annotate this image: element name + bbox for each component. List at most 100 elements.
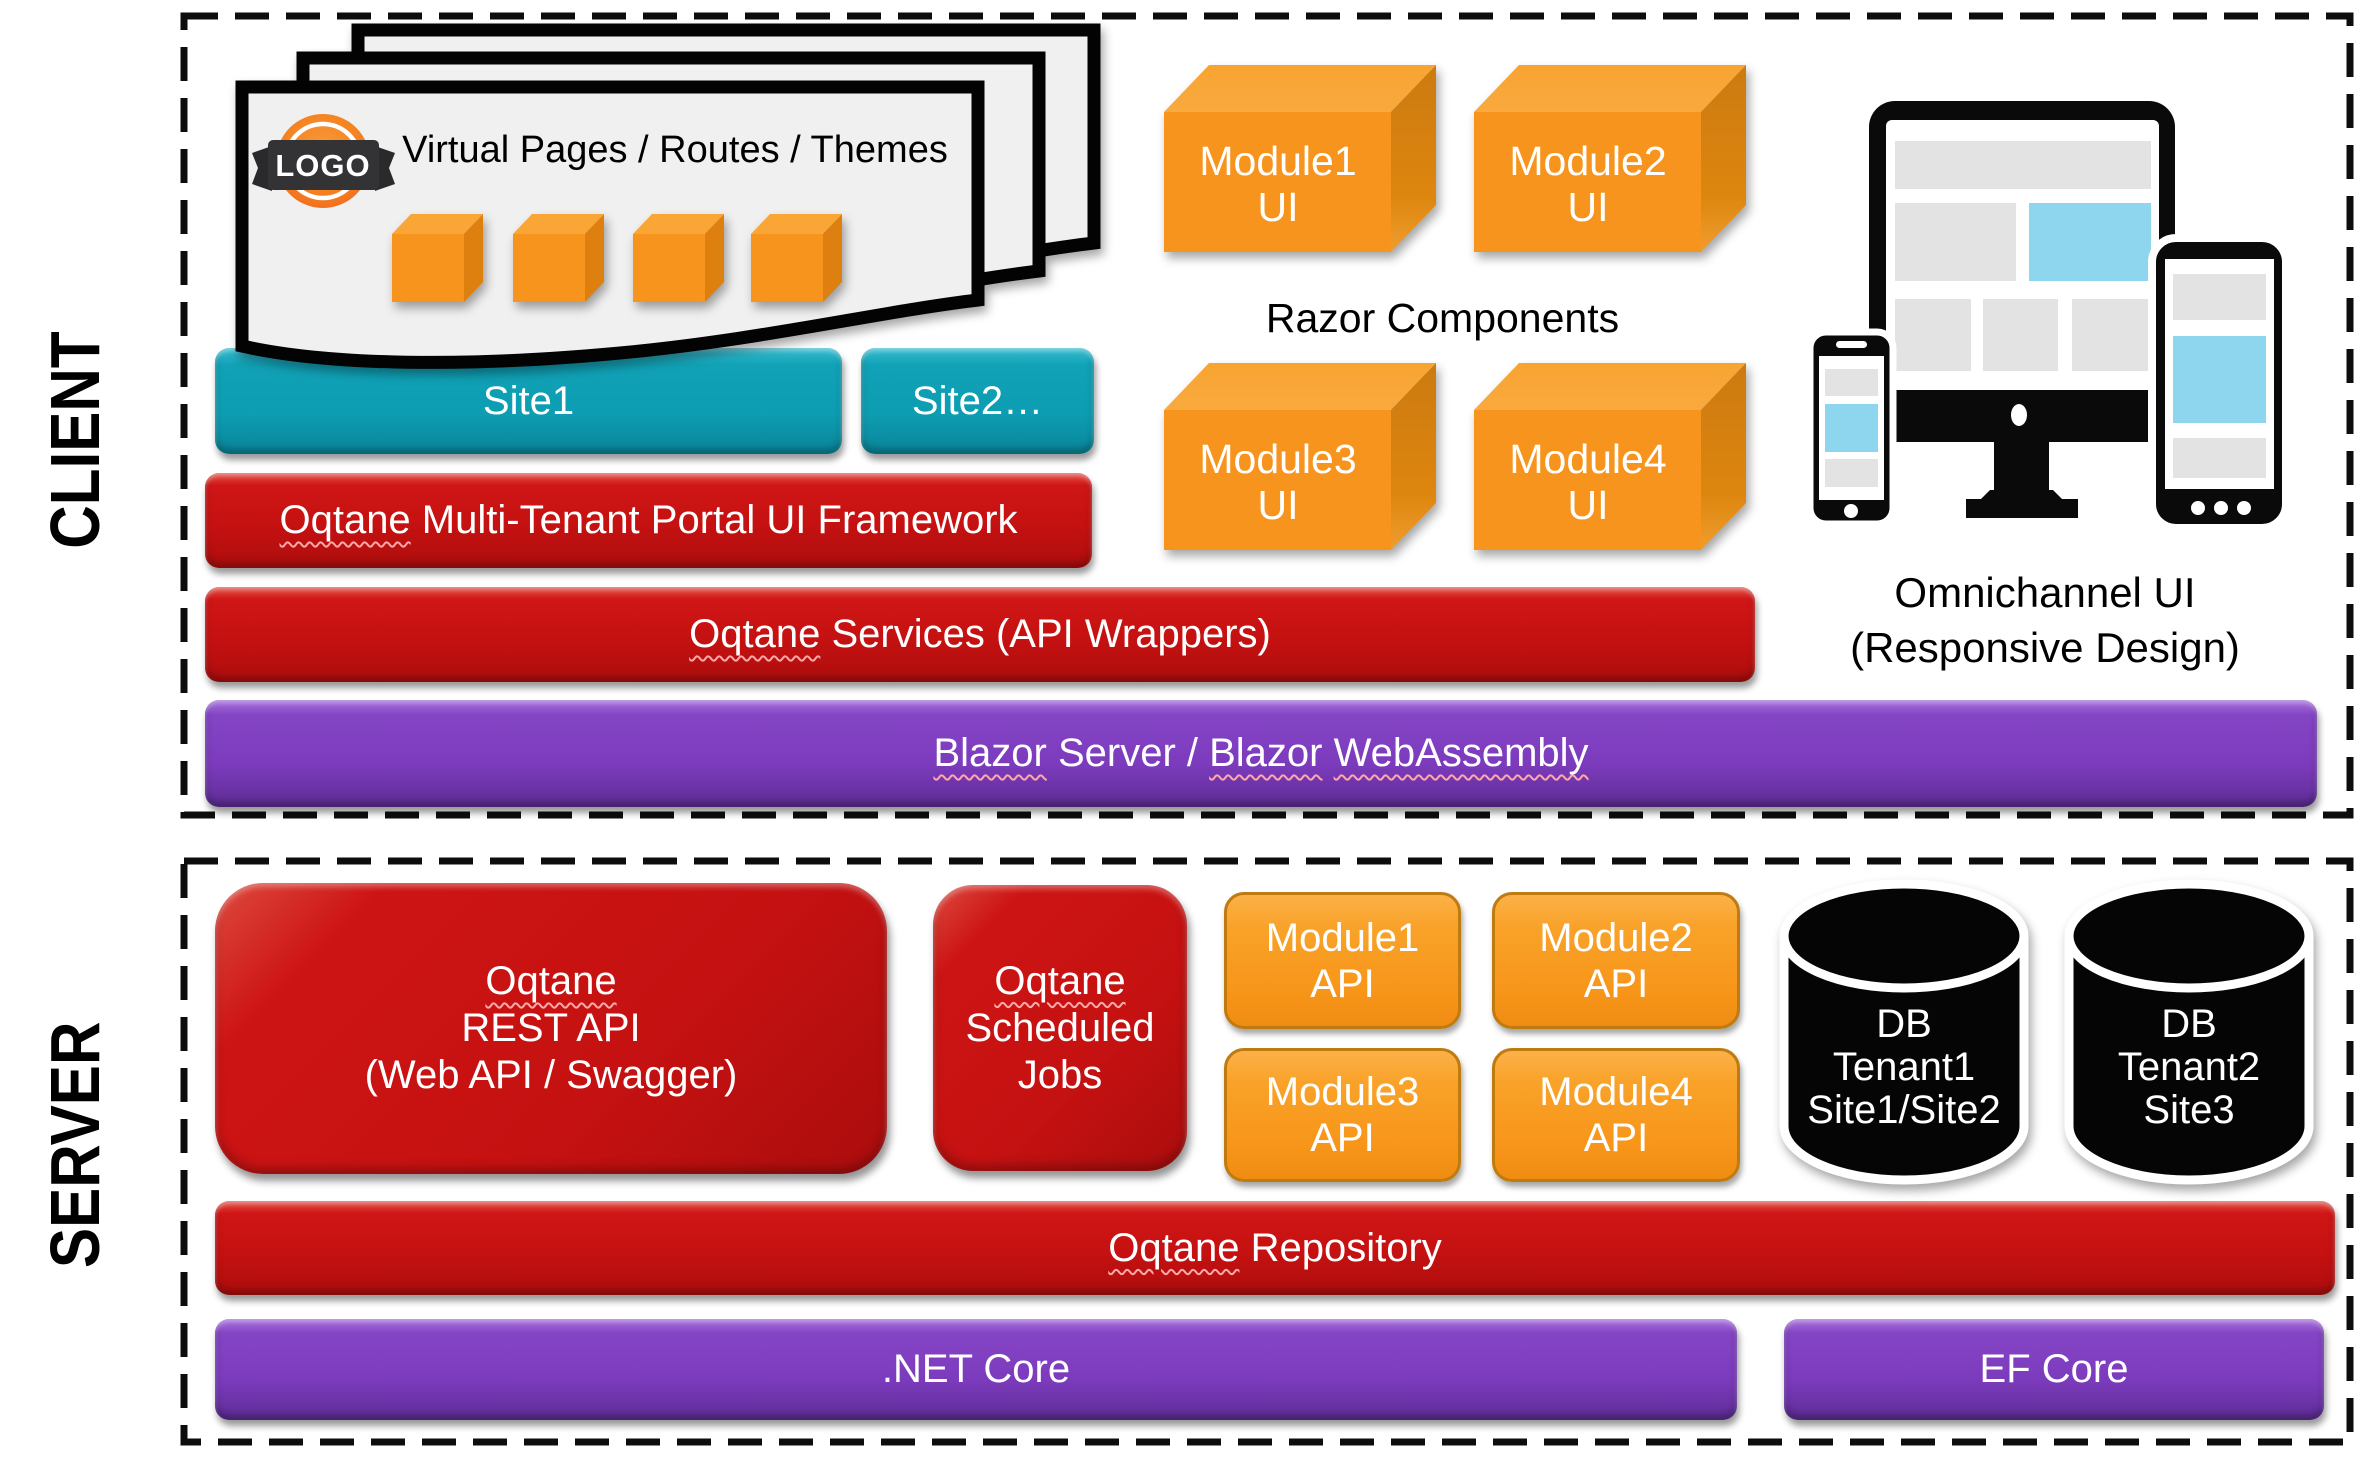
db2-line3: Site3: [2143, 1088, 2234, 1132]
portal-framework-bar: Oqtane Multi-Tenant Portal UI Framework: [205, 473, 1092, 568]
repository-bar-label: Oqtane Repository: [1108, 1226, 1442, 1271]
server-section-label-text: SERVER: [36, 1021, 114, 1269]
shape-polygon: [1164, 363, 1436, 410]
shape-polygon: [1701, 363, 1746, 550]
omnichannel-label: Omnichannel UI (Responsive Design): [1795, 565, 2295, 675]
shape-rect: [2072, 299, 2151, 371]
shape-rect: [2173, 336, 2266, 423]
shape-circle: [1844, 504, 1858, 518]
db1-line3: Site1/Site2: [1807, 1088, 2000, 1132]
scheduled-jobs-line1: Oqtane: [994, 958, 1125, 1005]
framework-word-oqtane: Oqtane: [279, 498, 411, 542]
net-core-bar: .NET Core: [215, 1319, 1737, 1420]
page-cube-icon: [751, 214, 842, 302]
module1-api-line1: Module1: [1265, 915, 1420, 960]
shape-path: [1779, 936, 2029, 1185]
module3-api-box: Module3 API: [1224, 1048, 1461, 1182]
site1-box: Site1: [215, 348, 842, 454]
rest-api-word-oqtane: Oqtane: [485, 959, 617, 1003]
db-tenant2-cylinder: DB Tenant2 Site3: [2064, 879, 2314, 1185]
site1-label: Site1: [482, 378, 575, 423]
rest-api-line3: (Web API / Swagger): [364, 1053, 738, 1097]
omnichannel-line1: Omnichannel UI: [1894, 569, 2196, 616]
shape-rect: [1983, 299, 2058, 371]
blazor-bar-label: Blazor Server / Blazor WebAssembly: [933, 731, 1588, 776]
page-stack-title-text: Virtual Pages / Routes / Themes: [402, 129, 948, 171]
services-word-oqtane: Oqtane: [689, 612, 821, 656]
rest-api-line1: Oqtane: [485, 958, 616, 1005]
scheduled-jobs-line3: Jobs: [1017, 1052, 1103, 1097]
module1-ui-line1: Module1: [1199, 138, 1356, 184]
omnichannel-line2: (Responsive Design): [1850, 624, 2240, 671]
services-rest-text: Services (API Wrappers): [820, 612, 1271, 656]
site2-label: Site2…: [911, 378, 1044, 423]
blazor-word-3: WebAssembly: [1333, 731, 1589, 775]
services-bar-label: Oqtane Services (API Wrappers): [689, 612, 1271, 657]
shape-rect: [2173, 274, 2266, 320]
smartphone-icon: [1806, 328, 1897, 528]
page-stack-title: Virtual Pages / Routes / Themes: [317, 128, 1033, 172]
shape-polygon: [585, 214, 604, 302]
shape-polygon: [1701, 65, 1746, 252]
repository-word-oqtane: Oqtane: [1108, 1225, 1240, 1270]
db-tenant1-cylinder: DB Tenant1 Site1/Site2: [1779, 879, 2029, 1185]
client-section-label: CLIENT: [35, 331, 115, 548]
shape-polygon: [1391, 65, 1436, 252]
module3-ui-line2: UI: [1258, 482, 1299, 528]
shape-polygon: [392, 214, 483, 234]
shape-polygon: [705, 214, 724, 302]
shape-polygon: [1164, 65, 1436, 112]
page-cube-icon: [513, 214, 604, 302]
page-cubes: [392, 214, 842, 302]
shape-rect: [1895, 299, 1971, 371]
blazor-word-2: Blazor: [1209, 731, 1323, 775]
razor-components-text: Razor Components: [1265, 294, 1620, 341]
shape-rect: [633, 234, 705, 302]
shape-polygon: [633, 214, 724, 234]
shape-rect: [1994, 442, 2049, 494]
module4-ui-line2: UI: [1568, 482, 1609, 528]
shape-ellipse: [2011, 404, 2027, 426]
client-section-label-text: CLIENT: [36, 331, 114, 549]
shape-rect: [1164, 112, 1391, 252]
site2-box: Site2…: [861, 348, 1094, 454]
shape-rect: [1474, 112, 1701, 252]
module1-ui-box: Module1 UI: [1164, 65, 1436, 252]
rest-api-box: Oqtane REST API (Web API / Swagger): [215, 883, 887, 1174]
scheduled-jobs-word-oqtane: Oqtane: [994, 958, 1126, 1003]
db1-line2: Tenant1: [1833, 1045, 1975, 1089]
shape-rect: [392, 234, 464, 302]
razor-components-label: Razor Components: [1160, 295, 1725, 341]
module2-api-box: Module2 API: [1492, 892, 1740, 1029]
shape-rect: [1886, 120, 2159, 390]
shape-circle: [2191, 501, 2205, 515]
shape-rect: [1825, 459, 1878, 487]
blazor-mid-text: Server /: [1046, 731, 1210, 775]
ef-core-bar: EF Core: [1784, 1319, 2324, 1420]
db1-line1: DB: [1876, 1002, 1932, 1046]
module1-ui-line2: UI: [1258, 184, 1299, 230]
blazor-word-1: Blazor: [933, 731, 1047, 775]
shape-rect: [1895, 141, 2151, 189]
shape-polygon: [751, 214, 842, 234]
module1-api-box: Module1 API: [1224, 892, 1461, 1029]
page-panel-middle: [296, 51, 1046, 340]
shape-polygon: [464, 214, 483, 302]
shape-polygon: [823, 214, 842, 302]
shape-circle: [2214, 501, 2228, 515]
module4-ui-box: Module4 UI: [1474, 363, 1746, 550]
module2-ui-box: Module2 UI: [1474, 65, 1746, 252]
module3-api-line1: Module3: [1265, 1070, 1420, 1114]
shape-rect: [1825, 369, 1878, 396]
shape-rect: [1825, 404, 1878, 452]
db2-line2: Tenant2: [2118, 1045, 2260, 1089]
rest-api-line2: REST API: [461, 1006, 641, 1050]
shape-path: [1966, 490, 2078, 518]
tablet-icon: [2148, 234, 2290, 532]
page-cube-icon: [633, 214, 724, 302]
server-section-label: SERVER: [35, 1022, 115, 1268]
shape-rect: [513, 234, 585, 302]
shape-rect: [751, 234, 823, 302]
scheduled-jobs-box: Oqtane Scheduled Jobs: [933, 885, 1187, 1171]
